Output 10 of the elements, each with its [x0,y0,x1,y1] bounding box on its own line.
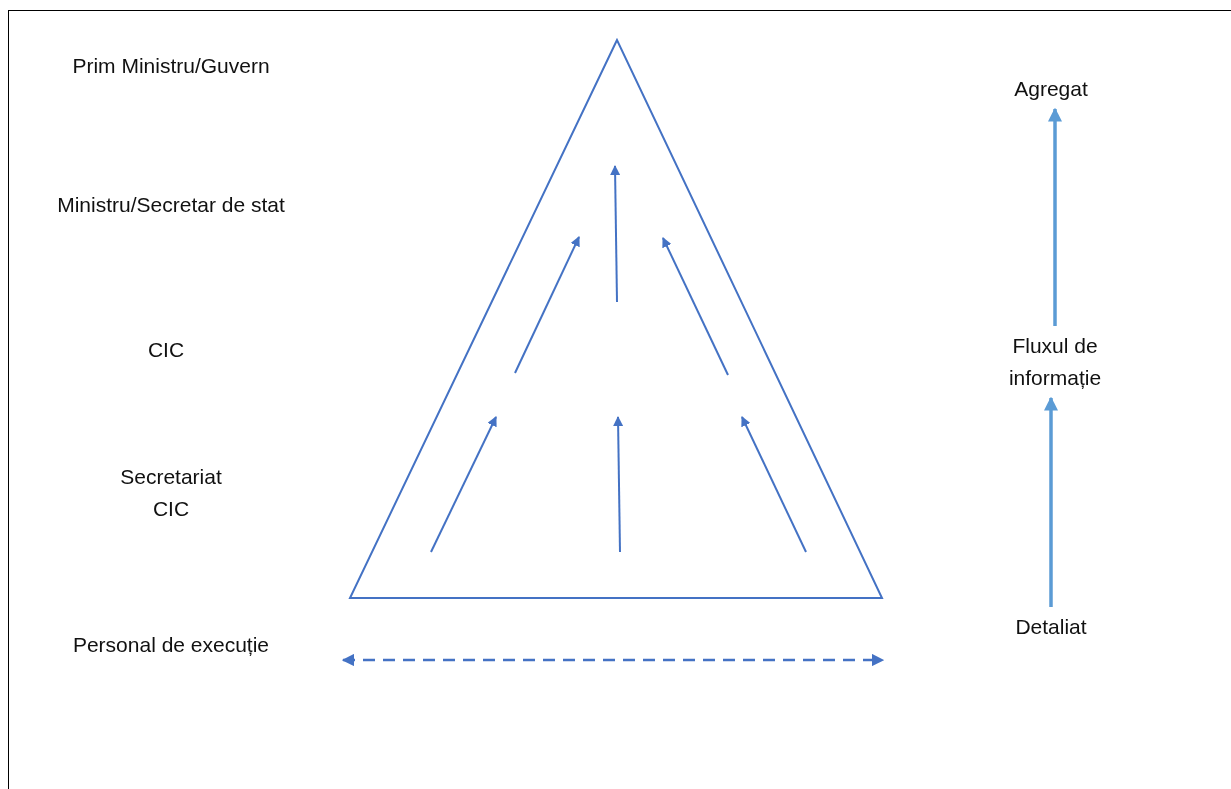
level-label: Ministru/Secretar de stat [56,192,286,218]
arrow [1048,107,1062,326]
level-label: Personal de execuție [71,632,271,658]
level-label: CIC [146,337,186,363]
arrow [1044,396,1058,607]
flow-label: Agregat [1014,73,1088,105]
flow-label: Detaliat [1015,611,1087,643]
level-label: Prim Ministru/Guvern [71,53,271,79]
level-label: Secretariat CIC [119,464,223,522]
flow-label: Fluxul de informație [980,330,1130,394]
